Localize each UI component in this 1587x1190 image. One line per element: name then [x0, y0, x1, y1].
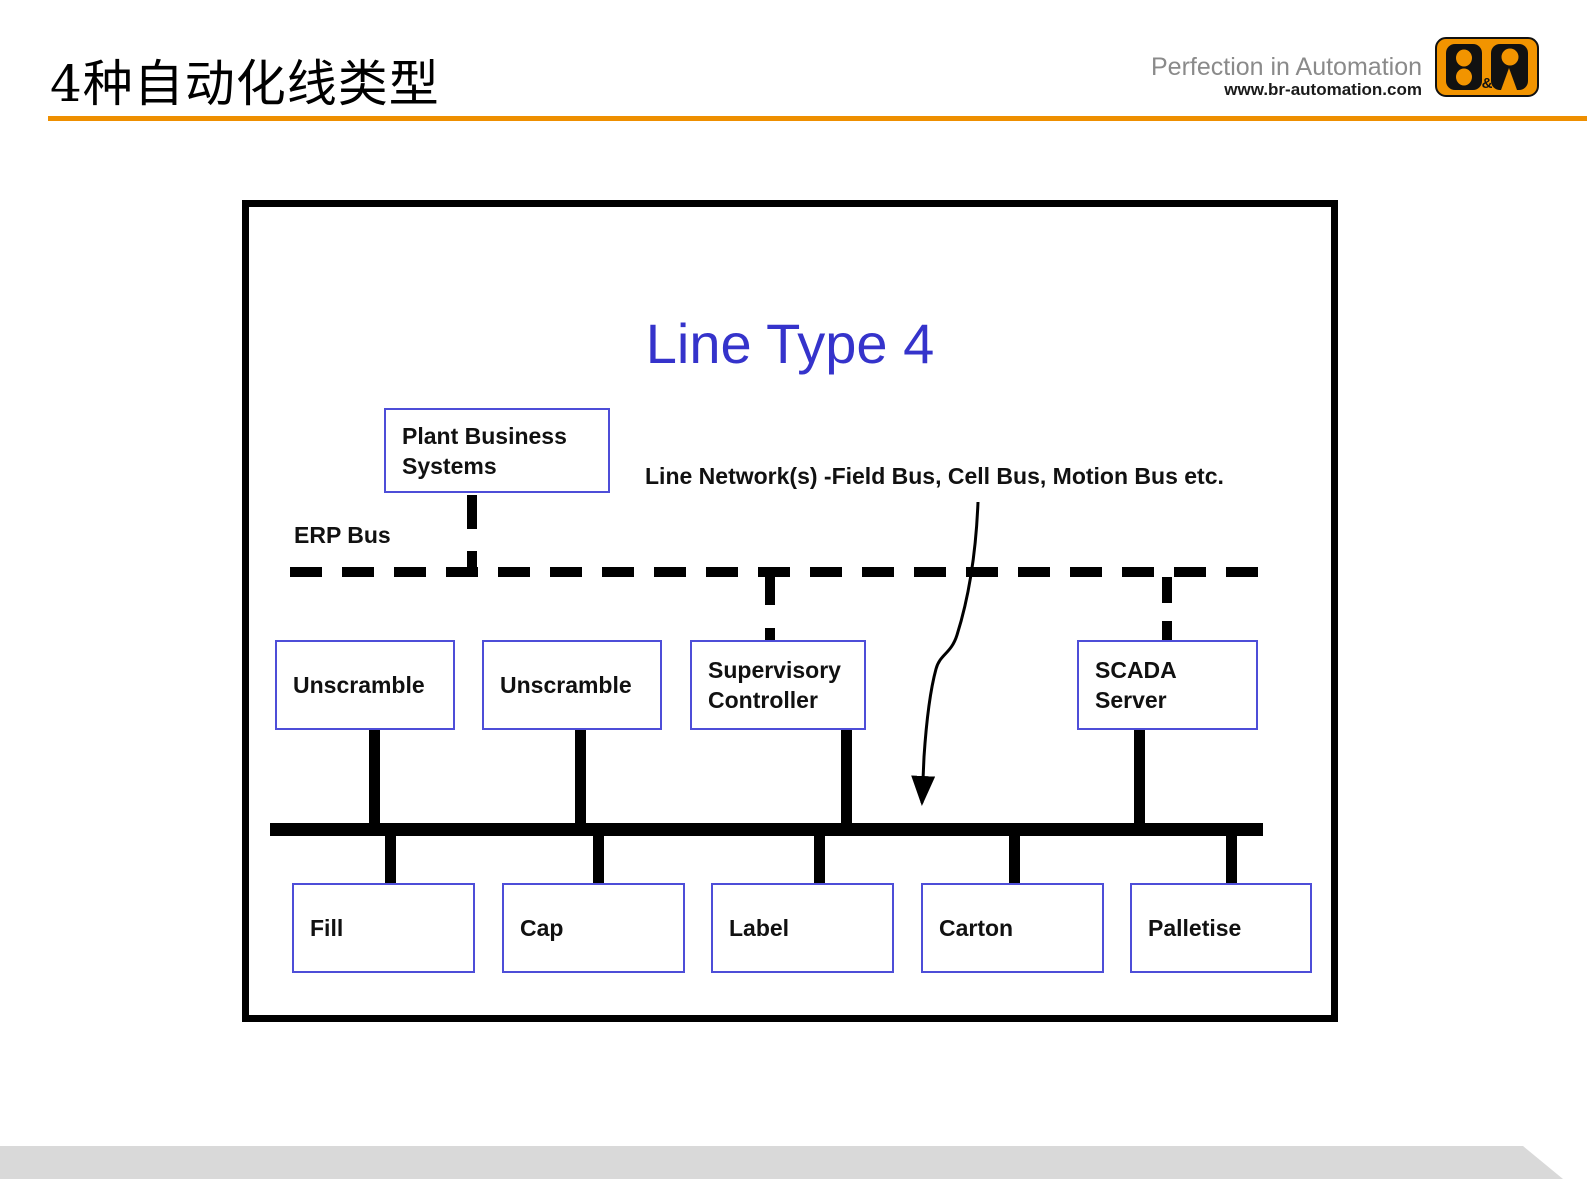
connector-bus-to-cap	[593, 836, 604, 883]
br-logo-ampersand: &	[1482, 75, 1493, 92]
connector-plant-to-erpbus	[467, 495, 477, 577]
brand-text: Perfection in Automation www.br-automati…	[1100, 54, 1422, 99]
node-palletise: Palletise	[1130, 883, 1312, 973]
node-label: Cap	[520, 915, 564, 941]
node-plant-business-systems: Plant Business Systems	[384, 408, 610, 493]
footer-bar	[0, 1146, 1563, 1179]
node-label: Plant Business	[402, 422, 567, 449]
node-scada-server: SCADA Server	[1077, 640, 1258, 730]
node-label: Unscramble	[293, 672, 425, 698]
node-label: Palletise	[1148, 915, 1242, 941]
connector-erpbus-to-supervisory	[765, 577, 775, 640]
line-network-bus	[270, 823, 1263, 836]
node-carton: Carton	[921, 883, 1104, 973]
node-label: Carton	[939, 915, 1014, 941]
diagram-frame: Line Type 4 Plant Business Systems Line …	[242, 200, 1338, 1022]
connector-supervisory-to-bus	[841, 730, 852, 823]
page-title: 4种自动化线类型	[50, 55, 440, 113]
node-label: Label	[729, 915, 790, 941]
connector-bus-to-palletise	[1226, 836, 1237, 883]
node-unscramble-2: Unscramble	[482, 640, 662, 730]
node-label-station: Label	[711, 883, 894, 973]
connector-bus-to-label	[814, 836, 825, 883]
line-network-label: Line Network(s) -Field Bus, Cell Bus, Mo…	[645, 463, 1224, 489]
node-supervisory-controller: Supervisory Controller	[690, 640, 866, 730]
erp-bus-line	[290, 567, 1272, 577]
connector-scada-to-bus	[1134, 730, 1145, 823]
node-label: SCADA	[1095, 657, 1177, 683]
erp-bus-label: ERP Bus	[294, 522, 391, 548]
diagram-title: Line Type 4	[645, 312, 935, 375]
header-divider	[48, 116, 1587, 121]
node-label: Fill	[310, 915, 344, 941]
node-fill: Fill	[292, 883, 475, 973]
connector-unscramble2-to-bus	[575, 730, 586, 823]
node-label: Unscramble	[500, 672, 632, 698]
connector-erpbus-to-scada	[1162, 577, 1172, 640]
node-label: Server	[1095, 687, 1167, 713]
node-label: Systems	[402, 452, 497, 479]
connector-bus-to-fill	[385, 836, 396, 883]
node-unscramble-1: Unscramble	[275, 640, 455, 730]
br-logo-icon: &	[1435, 37, 1539, 97]
node-label: Supervisory	[708, 657, 841, 683]
brand-tagline: Perfection in Automation	[1151, 53, 1422, 81]
node-cap: Cap	[502, 883, 685, 973]
connector-bus-to-carton	[1009, 836, 1020, 883]
connector-unscramble1-to-bus	[369, 730, 380, 823]
brand-website: www.br-automation.com	[1224, 80, 1422, 99]
node-label: Controller	[708, 687, 818, 713]
